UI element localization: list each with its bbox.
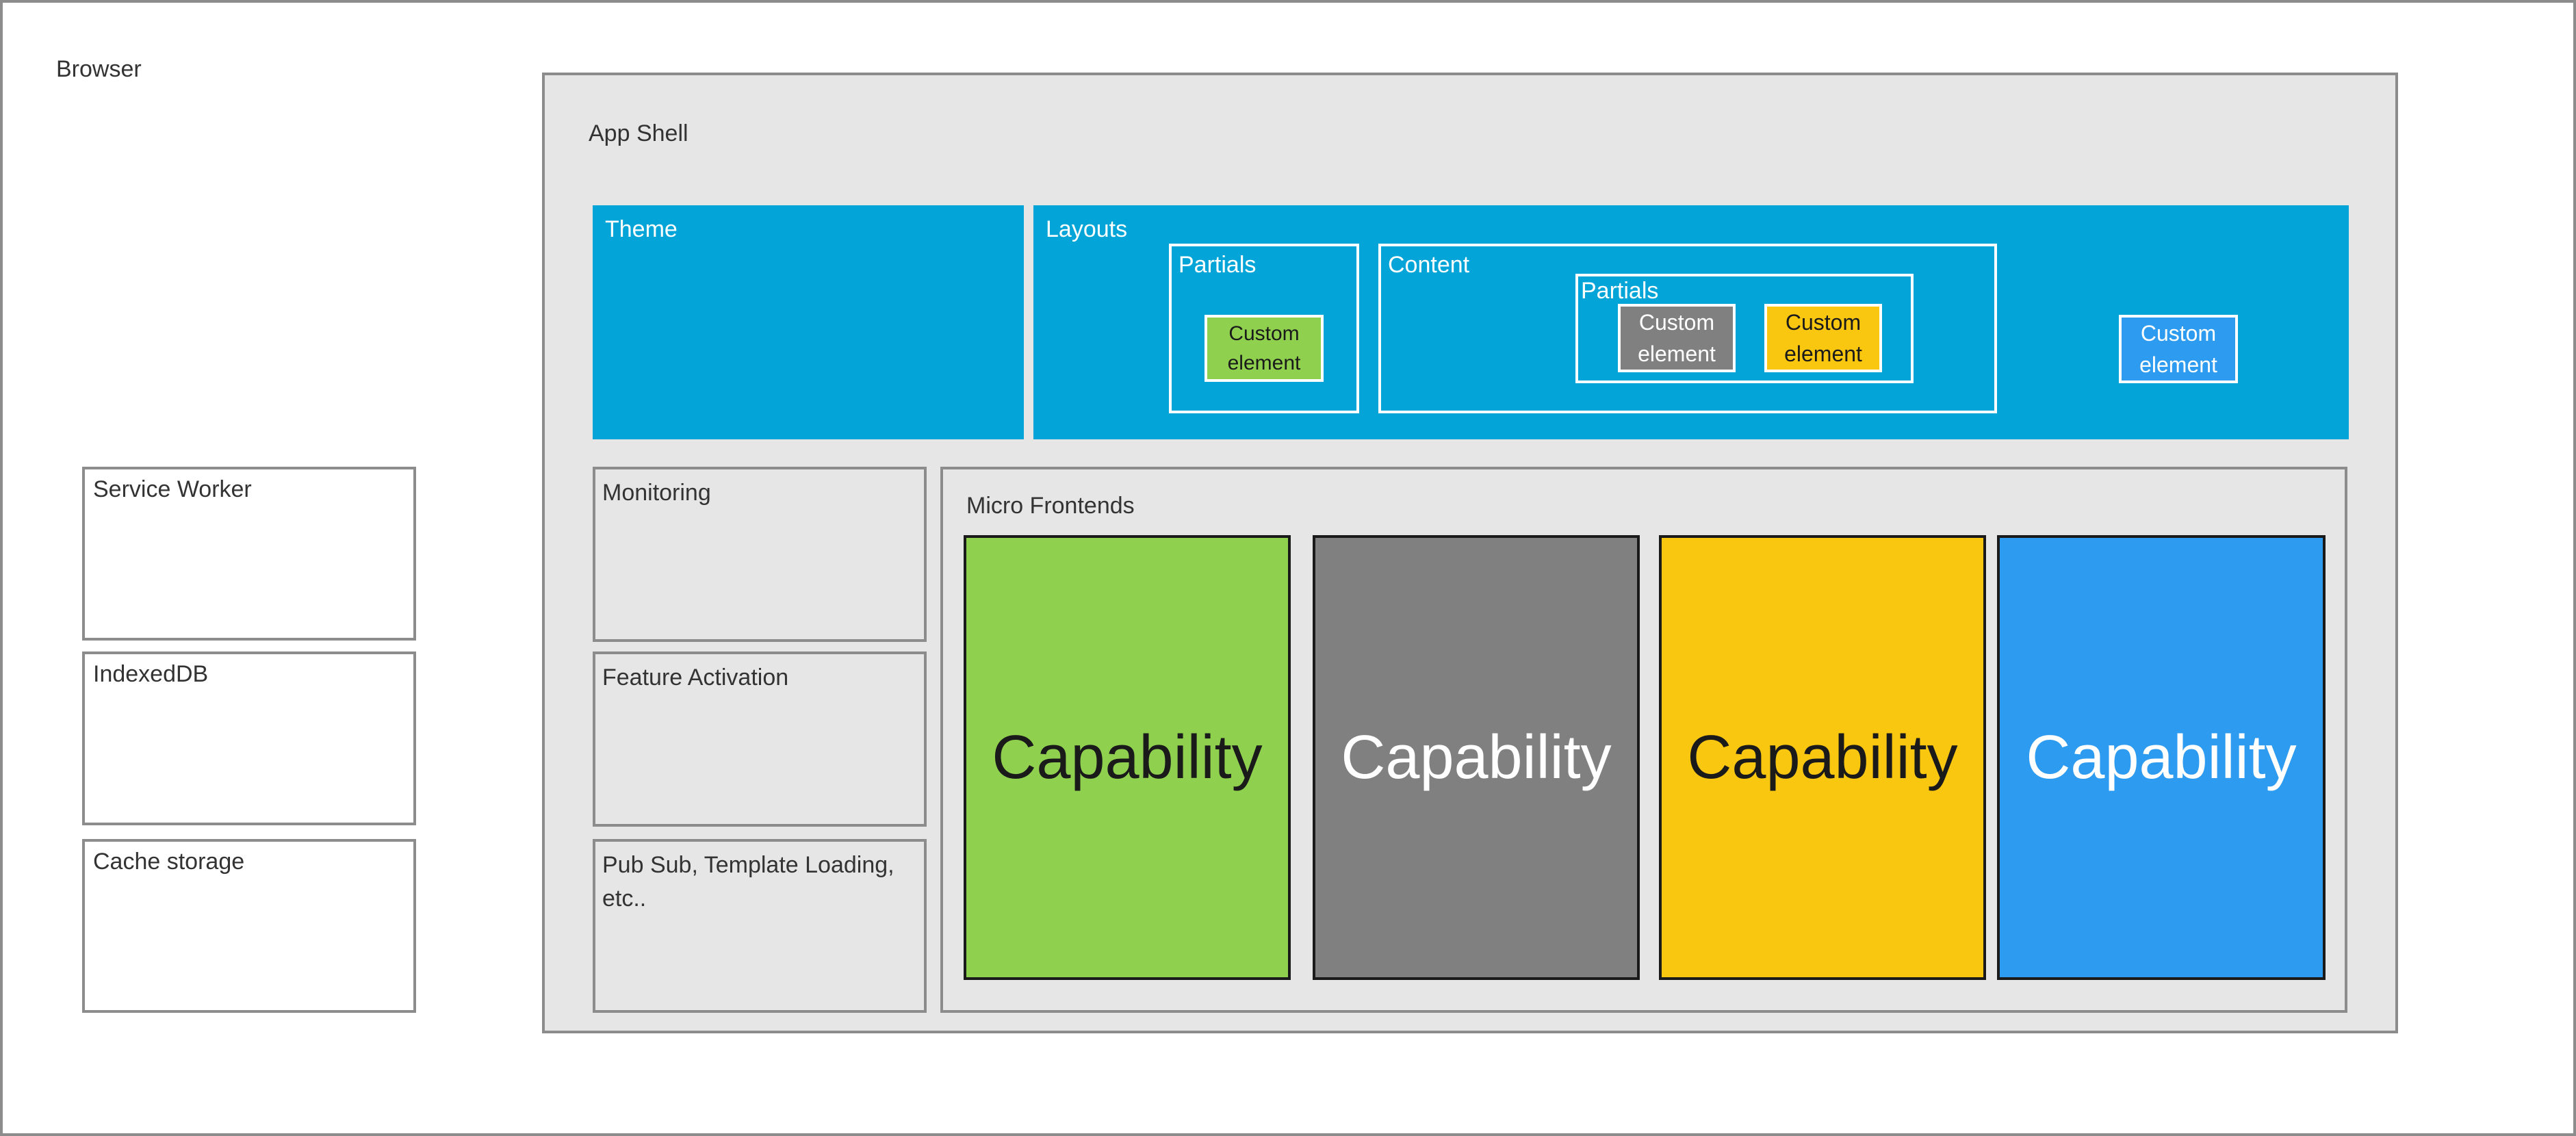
micro-frontends-label: Micro Frontends bbox=[966, 493, 1135, 519]
capability-green-label: Capability bbox=[992, 723, 1263, 792]
custom-element-gray: Custom element bbox=[1618, 304, 1736, 372]
content-label: Content bbox=[1388, 252, 1470, 278]
content-partials-label: Partials bbox=[1581, 278, 1659, 304]
feature-activation-label: Feature Activation bbox=[602, 664, 789, 690]
monitoring-box: Monitoring bbox=[593, 467, 927, 642]
cache-storage-box: Cache storage bbox=[82, 839, 416, 1013]
pub-sub-box: Pub Sub, Template Loading, etc.. bbox=[593, 839, 927, 1013]
capability-blue-label: Capability bbox=[2026, 723, 2297, 792]
capability-gray: Capability bbox=[1313, 535, 1640, 980]
indexeddb-box: IndexedDB bbox=[82, 651, 416, 825]
custom-element-yellow-label: Custom element bbox=[1784, 309, 1862, 366]
content-partials-box: Partials bbox=[1575, 274, 1914, 383]
browser-label: Browser bbox=[56, 56, 142, 82]
app-shell-label: App Shell bbox=[589, 120, 688, 146]
partials-left-label: Partials bbox=[1178, 252, 1257, 278]
capability-yellow: Capability bbox=[1659, 535, 1986, 980]
custom-element-green: Custom element bbox=[1205, 315, 1324, 382]
pub-sub-label: Pub Sub, Template Loading, etc.. bbox=[602, 852, 894, 912]
indexeddb-label: IndexedDB bbox=[93, 661, 209, 687]
service-worker-label: Service Worker bbox=[93, 476, 252, 502]
custom-element-blue-label: Custom element bbox=[2139, 320, 2217, 377]
capability-gray-label: Capability bbox=[1341, 723, 1612, 792]
custom-element-green-label: Custom element bbox=[1227, 322, 1301, 375]
capability-blue: Capability bbox=[1997, 535, 2326, 980]
partials-left-box: Partials bbox=[1169, 244, 1359, 413]
feature-activation-box: Feature Activation bbox=[593, 651, 927, 827]
custom-element-yellow: Custom element bbox=[1764, 304, 1882, 372]
layouts-label: Layouts bbox=[1046, 216, 1128, 242]
custom-element-blue: Custom element bbox=[2119, 315, 2238, 383]
content-box: Content bbox=[1378, 244, 1997, 413]
cache-storage-label: Cache storage bbox=[93, 849, 245, 875]
capability-green: Capability bbox=[964, 535, 1291, 980]
monitoring-label: Monitoring bbox=[602, 480, 711, 506]
service-worker-box: Service Worker bbox=[82, 467, 416, 641]
theme-label: Theme bbox=[605, 216, 678, 242]
custom-element-gray-label: Custom element bbox=[1638, 309, 1716, 366]
capability-yellow-label: Capability bbox=[1687, 723, 1958, 792]
theme-box: Theme bbox=[593, 205, 1024, 439]
